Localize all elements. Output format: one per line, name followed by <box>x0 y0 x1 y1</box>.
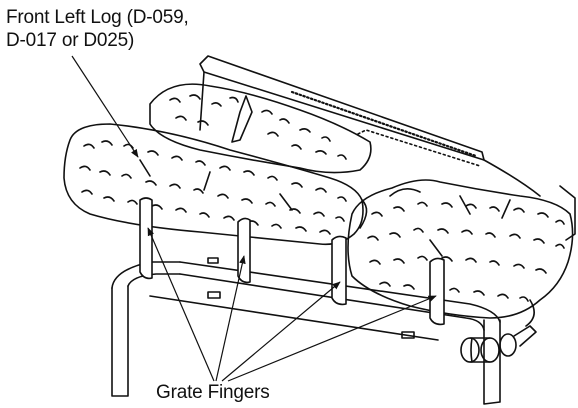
front-right-log <box>347 179 574 327</box>
grate-fingers-leader-4 <box>227 295 437 382</box>
grate-finger-3 <box>331 235 347 306</box>
burner-assembly <box>460 325 537 363</box>
grate-fingers-label: Grate Fingers <box>156 382 270 403</box>
grate-finger-1 <box>139 197 153 280</box>
front-left-log-label-line2: D-017 or D025) <box>6 30 135 51</box>
grate-finger-4 <box>429 257 445 326</box>
leader-lines <box>71 55 437 382</box>
grate-frame <box>111 257 501 405</box>
burner-pan <box>199 55 576 241</box>
grate-fingers-leader-3 <box>221 281 341 382</box>
front-left-log <box>63 123 368 246</box>
grate-finger-2 <box>237 217 251 284</box>
grate-fingers-leader-2 <box>215 255 246 382</box>
grate-fingers-leader-1 <box>147 227 215 382</box>
front-left-log-label: Front Left Log (D-059, D-017 or D025) <box>6 6 189 52</box>
rear-log <box>149 83 372 174</box>
front-left-log-label-line1: Front Left Log (D-059, <box>6 7 189 28</box>
front-left-log-leader <box>71 55 139 158</box>
